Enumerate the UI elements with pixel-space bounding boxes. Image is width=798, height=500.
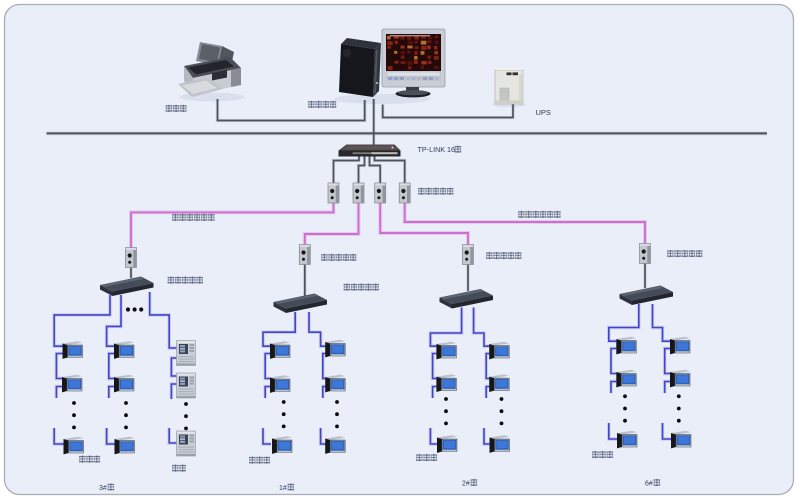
- svg-text:TP-LINK 16: TP-LINK 16: [418, 145, 456, 154]
- svg-text:6#: 6#: [645, 481, 653, 488]
- svg-text:3#: 3#: [99, 485, 107, 492]
- svg-text:2#: 2#: [462, 481, 470, 488]
- svg-text:1#: 1#: [279, 485, 287, 492]
- svg-text:UPS: UPS: [536, 108, 551, 117]
